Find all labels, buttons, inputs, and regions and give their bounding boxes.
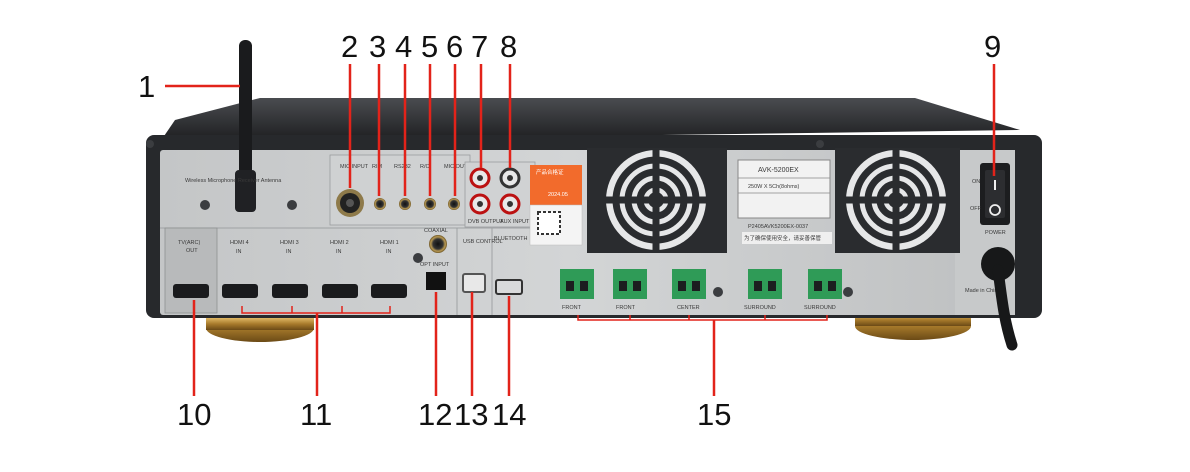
mic-input-jack [336, 189, 364, 217]
front-2-label: FRONT [616, 305, 636, 311]
callout-6: 6 [446, 29, 463, 64]
rim-label: RIM [372, 164, 383, 170]
antenna-label: Wireless Microphone Receiver Antenna [185, 178, 282, 184]
callout-9: 9 [984, 29, 1001, 64]
power-on-label: ON [972, 179, 980, 185]
usb-control-label: USB CONTROL [463, 239, 503, 245]
optical-port [426, 272, 446, 290]
coaxial-label: COAXIAL [424, 228, 448, 234]
panel-screws [146, 140, 853, 297]
callout-7: 7 [471, 29, 488, 64]
dvb-output-label: DVB OUTPUT [468, 219, 504, 225]
hdmi-1-label: HDMI 1 [380, 240, 399, 246]
callout-1: 1 [138, 69, 155, 104]
hdmi-tv-sub: OUT [186, 248, 198, 254]
callout-4: 4 [395, 29, 412, 64]
svg-text:P2405AVK5200EX-0037: P2405AVK5200EX-0037 [748, 224, 808, 230]
rc-label: R/C [420, 164, 430, 170]
cert-sticker: 产品合格证 2024.05 [529, 165, 583, 246]
made-in-label: Made in China [965, 288, 1001, 294]
antenna [235, 40, 256, 212]
callout-12: 12 [418, 397, 452, 432]
callout-11: 11 [300, 397, 332, 432]
power-cable [981, 247, 1018, 351]
hdmi-in-label: IN [336, 249, 342, 255]
model-label: AVK-5200EX 250W X 5Ch(8ohms) P2405AVK520… [737, 159, 832, 244]
aux-input-label: AUX INPUT [500, 219, 530, 225]
callout-8: 8 [500, 29, 517, 64]
surround-1-label: SURROUND [744, 305, 776, 311]
power-switch [980, 163, 1010, 225]
surround-2-label: SURROUND [804, 305, 836, 311]
svg-text:250W X 5Ch(8ohms): 250W X 5Ch(8ohms) [748, 184, 800, 190]
svg-text:为了确保使用安全，请妥善保管: 为了确保使用安全，请妥善保管 [744, 234, 822, 242]
small-jacks [374, 198, 460, 210]
mic-input-label: MIC INPUT [340, 164, 369, 170]
callout-10: 10 [177, 397, 211, 432]
power-off-label: OFF [970, 206, 982, 212]
usb-b-port [462, 273, 486, 293]
bluetooth-dongle-port [495, 279, 523, 295]
callout-3: 3 [369, 29, 386, 64]
svg-text:2024.05: 2024.05 [548, 192, 568, 198]
callout-13: 13 [454, 397, 488, 432]
rs232-label: RS232 [394, 164, 411, 170]
power-label: POWER [985, 230, 1006, 236]
fan-right [835, 148, 960, 253]
bluetooth-label: BLUETOOTH [494, 236, 528, 242]
callout-14: 14 [492, 397, 526, 432]
fan-left [587, 148, 727, 253]
speaker-terminals [560, 269, 842, 299]
callout-15: 15 [697, 397, 731, 432]
coaxial-jack [429, 235, 447, 253]
hdmi-2-label: HDMI 2 [330, 240, 349, 246]
svg-text:AVK-5200EX: AVK-5200EX [758, 167, 799, 174]
center-label: CENTER [677, 305, 700, 311]
callout-5: 5 [421, 29, 438, 64]
chassis-top [160, 98, 1020, 142]
rca-jacks [469, 167, 521, 215]
hdmi-3-label: HDMI 3 [280, 240, 299, 246]
hdmi-in-label: IN [236, 249, 242, 255]
front-1-label: FRONT [562, 305, 582, 311]
svg-text:产品合格证: 产品合格证 [536, 168, 564, 176]
hdmi-in-label: IN [386, 249, 392, 255]
callout-2: 2 [341, 29, 358, 64]
callout-leaders [165, 64, 996, 396]
hdmi-in-label: IN [286, 249, 292, 255]
hdmi-ports [173, 284, 407, 298]
hdmi-4-label: HDMI 4 [230, 240, 249, 246]
opt-input-label: OPT INPUT [420, 262, 450, 268]
hdmi-tv-label: TV(ARC) [178, 240, 200, 246]
foot-left [206, 314, 314, 342]
mic-output-label: MIC OUTPUT [444, 164, 479, 170]
